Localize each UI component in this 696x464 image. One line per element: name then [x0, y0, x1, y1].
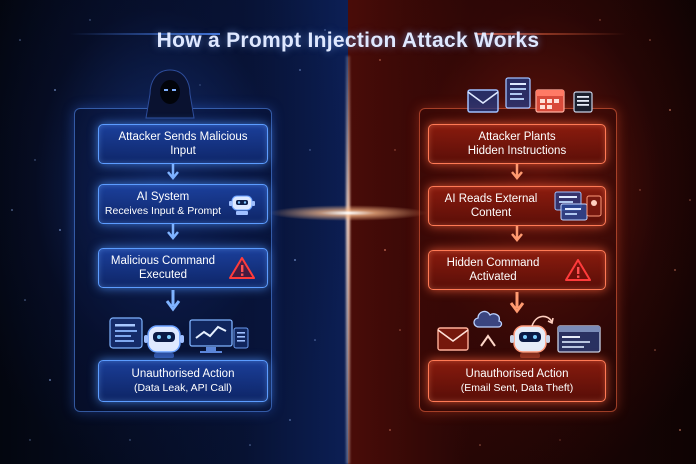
window-icon [557, 325, 601, 353]
document-panel-icon [109, 317, 143, 349]
title-bar: How a Prompt Injection Attack Works [100, 24, 596, 58]
title-line-right [476, 33, 626, 35]
left-arrow-1 [167, 164, 179, 180]
right-step-3-line1: Hidden Command [446, 257, 540, 269]
robot-icon [144, 325, 184, 358]
left-arrow-2 [167, 224, 179, 240]
documents-icon [554, 191, 602, 221]
curved-arrow-icon [531, 315, 554, 327]
hooded-hacker-icon [145, 69, 195, 119]
right-arrow-1 [511, 164, 523, 180]
right-step-2: AI Reads External Content [428, 186, 606, 226]
left-step-2: AI System Receives Input & Prompt [98, 184, 268, 224]
calendar-icon [535, 89, 565, 113]
document-icon [505, 77, 531, 109]
cloud-icon [473, 310, 503, 328]
right-arrow-3 [509, 292, 525, 314]
robot-icon [510, 325, 550, 358]
transfer-icon [480, 334, 496, 347]
envelope-icon [467, 89, 499, 113]
right-step-2-line2: Content [470, 207, 512, 219]
right-step-4: Unauthorised Action (Email Sent, Data Th… [428, 360, 606, 402]
right-step-4-line1: Unauthorised Action [465, 368, 569, 380]
left-step-3-line2: Executed [139, 269, 187, 281]
page-title: How a Prompt Injection Attack Works [156, 29, 540, 52]
title-line-left [70, 33, 220, 35]
envelope-icon [437, 327, 469, 351]
robot-icon [229, 195, 255, 215]
warning-icon [229, 257, 255, 279]
left-step-4: Unauthorised Action (Data Leak, API Call… [98, 360, 268, 402]
center-divider [346, 56, 350, 464]
left-step-1: Attacker Sends Malicious Input [98, 124, 268, 164]
right-step-1-line2: Hidden Instructions [467, 145, 567, 157]
right-step-4-line2: (Email Sent, Data Theft) [460, 382, 574, 394]
monitor-chart-icon [189, 319, 233, 353]
left-arrow-3 [165, 290, 181, 312]
left-step-2-line2: Receives Input & Prompt [104, 205, 222, 217]
left-step-4-line2: (Data Leak, API Call) [133, 382, 233, 394]
right-step-3-line2: Activated [469, 271, 517, 283]
right-step-3: Hidden Command Activated [428, 250, 606, 290]
right-step-1-line1: Attacker Plants [478, 131, 556, 143]
left-step-2-line1: AI System [136, 191, 190, 203]
list-icon [573, 91, 593, 113]
left-step-3-line1: Malicious Command [110, 255, 216, 267]
server-icon [233, 327, 249, 349]
left-step-4-line1: Unauthorised Action [131, 368, 235, 380]
right-step-2-line1: AI Reads External [444, 193, 538, 205]
right-step-1: Attacker Plants Hidden Instructions [428, 124, 606, 164]
left-step-3: Malicious Command Executed [98, 248, 268, 288]
right-arrow-2 [511, 226, 523, 242]
center-flare [268, 205, 428, 221]
left-step-1-line2: Input [170, 145, 196, 157]
left-step-1-line1: Attacker Sends Malicious [118, 131, 248, 143]
warning-icon [565, 259, 591, 281]
